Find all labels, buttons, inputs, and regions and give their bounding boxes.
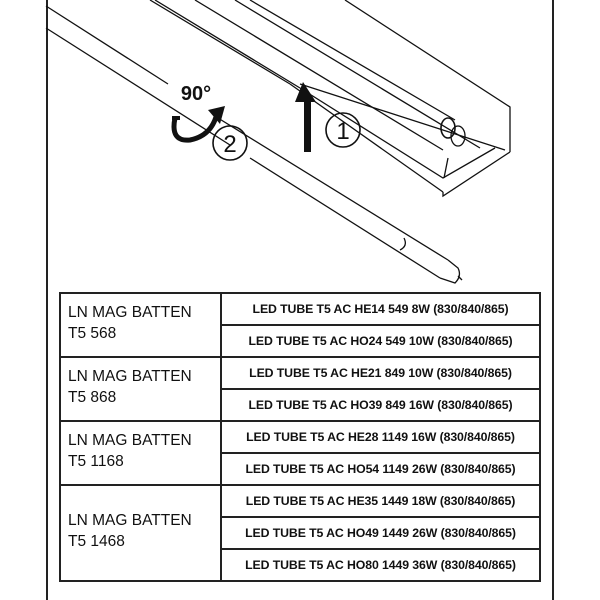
table-row: LN MAG BATTEN T5 1468 LED TUBE T5 AC HE35 …: [59, 484, 541, 582]
table-row: LED TUBE T5 AC HO80 1449 36W (830/840/86…: [60, 548, 541, 582]
table-row: LN MAG BATTEN T5 568 LED TUBE T5 AC HE14 5…: [59, 292, 541, 358]
batten-fixture: [149, 0, 511, 198]
fixture-name: LN MAG BATTEN: [68, 304, 192, 321]
tube-cell: LED TUBE T5 AC HE28 1149 16W (830/840/86…: [220, 420, 541, 454]
page-frame: [46, 0, 554, 600]
step-1-marker: [325, 112, 361, 148]
step-2-marker: [212, 125, 248, 161]
fixture-name: LN MAG BATTEN: [68, 432, 192, 449]
table-row: LED TUBE T5 AC HO39 849 16W (830/840/865…: [60, 388, 541, 422]
table-row: LED TUBE T5 AC HO24 549 10W (830/840/865…: [60, 324, 541, 358]
table-row: LN MAG BATTEN T5 868 LED TUBE T5 AC HE21 8…: [59, 356, 541, 422]
fixture-model: T5 568: [68, 325, 117, 342]
tube-cell: LED TUBE T5 AC HO80 1449 36W (830/840/86…: [220, 548, 541, 582]
tube-cell: LED TUBE T5 AC HO49 1449 26W (830/840/86…: [220, 516, 541, 550]
installation-illustration: 1 2 90°: [45, 0, 511, 284]
rotate-arrow-icon: [171, 106, 225, 143]
tube-cell: LED TUBE T5 AC HO39 849 16W (830/840/865…: [220, 388, 541, 422]
fixture-cell: LN MAG BATTEN T5 868: [59, 356, 222, 422]
fixture-name: LN MAG BATTEN: [68, 368, 192, 385]
compatibility-table: LN MAG BATTEN T5 568 LED TUBE T5 AC HE14 5…: [59, 292, 541, 582]
fixture-model: T5 868: [68, 389, 117, 406]
fixture-cell: LN MAG BATTEN T5 568: [59, 292, 222, 358]
fixture-cell: LN MAG BATTEN T5 1468: [59, 484, 222, 582]
step-1-label: 1: [336, 118, 349, 145]
step-2-label: 2: [223, 131, 236, 158]
tube-cell: LED TUBE T5 AC HE21 849 10W (830/840/865…: [220, 356, 541, 390]
tube-cell: LED TUBE T5 AC HE14 549 8W (830/840/865): [220, 292, 541, 326]
table-row: LED TUBE T5 AC HO49 1449 26W (830/840/86…: [60, 516, 541, 550]
led-tube: [45, 5, 463, 284]
table-row: LN MAG BATTEN T5 1168 LED TUBE T5 AC HE28 …: [59, 420, 541, 486]
removal-arrow-icon: [295, 82, 316, 152]
tube-cell: LED TUBE T5 AC HO24 549 10W (830/840/865…: [220, 324, 541, 358]
fixture-model: T5 1168: [68, 453, 124, 470]
fixture-model: T5 1468: [68, 533, 125, 550]
fixture-name: LN MAG BATTEN: [68, 512, 192, 529]
tube-cell: LED TUBE T5 AC HE35 1449 18W (830/840/86…: [220, 484, 541, 518]
table-row: LED TUBE T5 AC HO54 1149 26W (830/840/86…: [60, 452, 541, 486]
tube-cell: LED TUBE T5 AC HO54 1149 26W (830/840/86…: [220, 452, 541, 486]
fixture-cell: LN MAG BATTEN T5 1168: [59, 420, 222, 486]
rotation-angle-label: 90°: [181, 83, 211, 105]
